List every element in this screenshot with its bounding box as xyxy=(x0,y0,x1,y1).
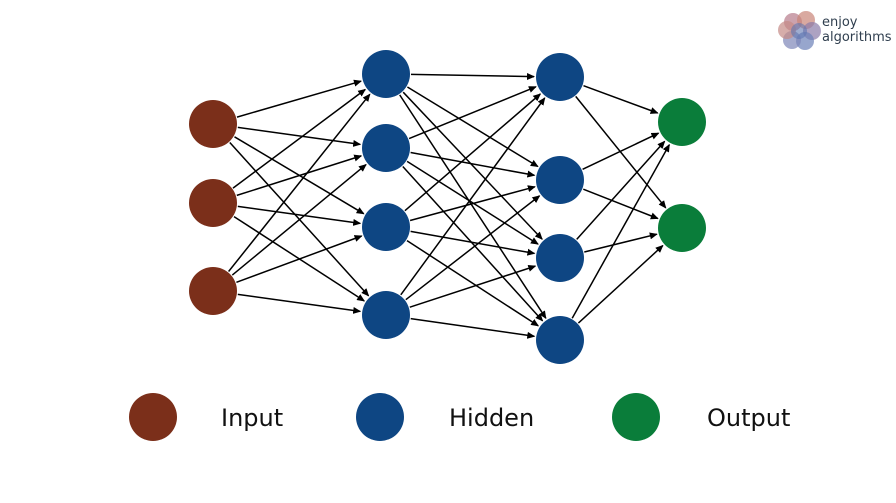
edge-hidden-2-2-to-output-1 xyxy=(582,132,660,170)
node-hidden-2-1 xyxy=(536,53,584,101)
edge-hidden-2-3-to-output-2 xyxy=(584,232,658,253)
legend-item-output: Output xyxy=(612,393,790,441)
node-hidden-1-3 xyxy=(362,203,410,251)
logo-text-line2: algorithms xyxy=(822,30,892,45)
edge-hidden-2-4-to-output-1 xyxy=(571,143,670,319)
node-output-1 xyxy=(658,98,706,146)
edge-hidden-1-1-to-hidden-2-1 xyxy=(410,72,535,80)
edges xyxy=(228,72,670,339)
edge-hidden-1-4-to-hidden-2-1 xyxy=(400,97,546,296)
edge-input-2-to-hidden-1-3 xyxy=(237,205,362,226)
edge-input-1-to-hidden-1-1 xyxy=(236,79,362,118)
node-hidden-1-1 xyxy=(362,50,410,98)
nodes xyxy=(189,50,706,364)
edge-hidden-1-3-to-hidden-2-1 xyxy=(404,93,542,212)
edge-input-3-to-hidden-1-2 xyxy=(231,163,367,276)
edge-hidden-2-3-to-output-1 xyxy=(576,140,666,240)
logo: enjoy algorithms xyxy=(778,11,892,50)
edge-hidden-2-4-to-output-2 xyxy=(577,244,664,324)
legend-label-input: Input xyxy=(221,404,283,432)
edge-hidden-2-2-to-output-2 xyxy=(583,188,659,220)
node-hidden-2-4 xyxy=(536,316,584,364)
node-input-3 xyxy=(189,267,237,315)
edge-hidden-1-1-to-hidden-2-4 xyxy=(399,94,547,320)
logo-icon xyxy=(778,11,821,50)
edge-hidden-1-4-to-hidden-2-3 xyxy=(409,264,537,308)
edge-input-1-to-hidden-1-2 xyxy=(237,126,362,147)
edge-hidden-1-3-to-hidden-2-4 xyxy=(406,239,540,327)
node-output-2 xyxy=(658,204,706,252)
edge-input-3-to-hidden-1-3 xyxy=(236,235,363,284)
edge-hidden-2-1-to-output-2 xyxy=(575,95,667,209)
legend-item-input: Input xyxy=(129,393,283,441)
edge-hidden-1-3-to-hidden-2-3 xyxy=(410,230,536,256)
legend-swatch-hidden xyxy=(356,393,404,441)
legend-label-output: Output xyxy=(707,404,790,432)
edge-hidden-1-2-to-hidden-2-3 xyxy=(406,160,539,245)
edge-hidden-1-1-to-hidden-2-2 xyxy=(407,86,539,168)
node-hidden-2-2 xyxy=(536,156,584,204)
logo-text-line1: enjoy xyxy=(822,15,858,30)
node-hidden-1-2 xyxy=(362,124,410,172)
edge-hidden-1-4-to-hidden-2-2 xyxy=(405,195,541,301)
edge-hidden-1-3-to-hidden-2-2 xyxy=(409,185,536,222)
legend-swatch-output xyxy=(612,393,660,441)
node-input-1 xyxy=(189,100,237,148)
node-hidden-1-4 xyxy=(362,291,410,339)
edge-input-3-to-hidden-1-4 xyxy=(237,293,362,314)
edge-hidden-1-4-to-hidden-2-4 xyxy=(410,317,536,339)
legend: Input Hidden Output xyxy=(129,393,790,441)
legend-item-hidden: Hidden xyxy=(356,393,534,441)
edge-hidden-1-2-to-hidden-2-1 xyxy=(408,86,537,140)
legend-swatch-input xyxy=(129,393,177,441)
edge-input-3-to-hidden-1-1 xyxy=(228,93,371,272)
node-input-2 xyxy=(189,179,237,227)
legend-label-hidden: Hidden xyxy=(449,404,534,432)
edge-hidden-2-1-to-output-1 xyxy=(583,84,659,114)
edge-hidden-1-2-to-hidden-2-2 xyxy=(410,151,536,178)
edge-input-2-to-hidden-1-2 xyxy=(236,154,363,197)
edge-hidden-1-1-to-hidden-2-3 xyxy=(402,91,543,240)
node-hidden-2-3 xyxy=(536,234,584,282)
edge-input-2-to-hidden-1-1 xyxy=(232,88,367,189)
